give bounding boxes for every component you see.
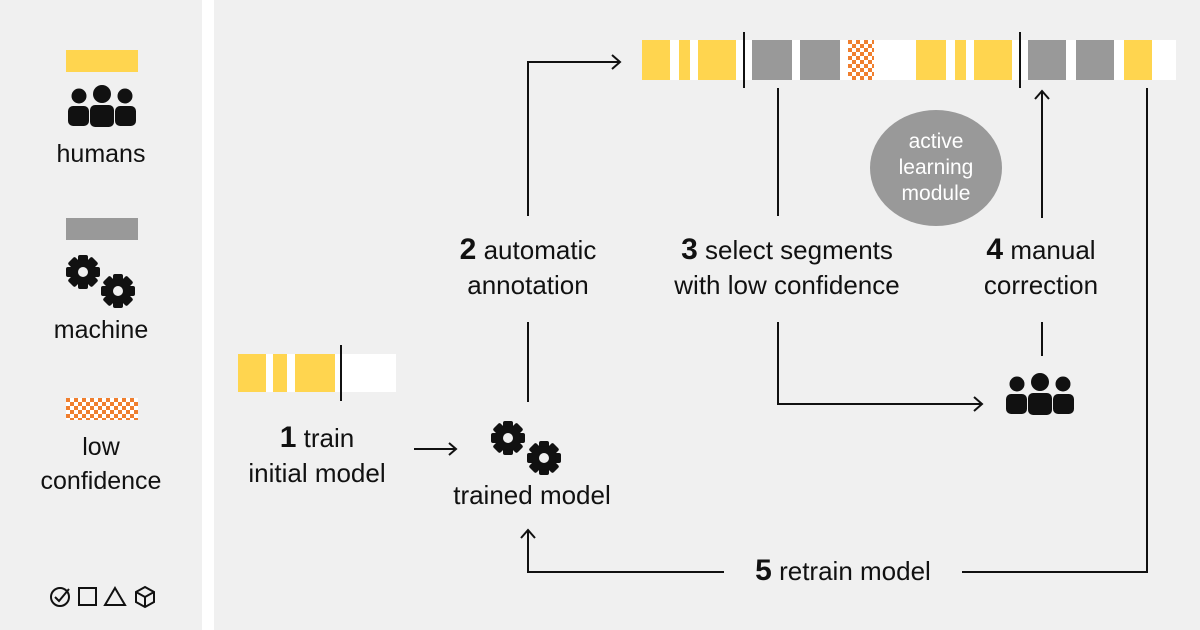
step-3-line2: with low confidence: [674, 270, 900, 300]
step-1-line1: train: [303, 423, 355, 453]
step-4-line1: manual: [1010, 235, 1096, 265]
logo-shapes: [50, 585, 155, 609]
annotated-data-bar: [642, 32, 1176, 88]
panel-divider: [202, 0, 214, 630]
annotators-icon: [1006, 373, 1074, 415]
humans-label: humans: [56, 140, 146, 168]
step-4-label: 4 manual correction: [966, 232, 1116, 303]
triangle-icon: [103, 586, 127, 606]
step-5-line1: retrain model: [779, 556, 931, 586]
machine-swatch: [66, 218, 138, 240]
module-line1: active: [908, 130, 964, 153]
gears-icon: [66, 255, 135, 308]
step-4-number: 4: [986, 233, 1004, 266]
step-1-number: 1: [279, 421, 297, 454]
step-5-label: 5 retrain model: [730, 553, 956, 589]
step-3-number: 3: [681, 233, 698, 266]
step-3-label: 3 select segments with low confidence: [662, 232, 912, 303]
active-learning-module: active learning module: [870, 110, 1002, 226]
low-confidence-label-line1: low: [82, 433, 120, 461]
low-confidence-segment: [848, 40, 874, 80]
step-2-number: 2: [459, 233, 477, 266]
step-1-label: 1 train initial model: [236, 420, 398, 491]
step-1-line2: initial model: [248, 458, 386, 488]
square-icon: [78, 587, 97, 606]
step-3-line1: select segments: [705, 235, 893, 265]
trained-model-label: trained model: [453, 480, 611, 510]
low-confidence-swatch: [66, 398, 138, 420]
module-line3: module: [901, 182, 971, 205]
trained-model-gears-icon: [491, 421, 561, 475]
step-5-number: 5: [755, 554, 772, 587]
humans-swatch: [66, 50, 138, 72]
machine-label: machine: [53, 316, 149, 344]
check-circle-icon: [50, 587, 70, 607]
humans-icon: [68, 85, 136, 127]
module-line2: learning: [898, 156, 974, 179]
initial-data-bar: [238, 345, 396, 401]
step-2-label: 2 automatic annotation: [438, 232, 618, 303]
step-2-line2: annotation: [467, 270, 589, 300]
step-4-line2: correction: [983, 270, 1099, 300]
low-confidence-label-line2: confidence: [40, 467, 162, 495]
cube-icon: [135, 585, 155, 609]
step-2-line1: automatic: [483, 235, 597, 265]
